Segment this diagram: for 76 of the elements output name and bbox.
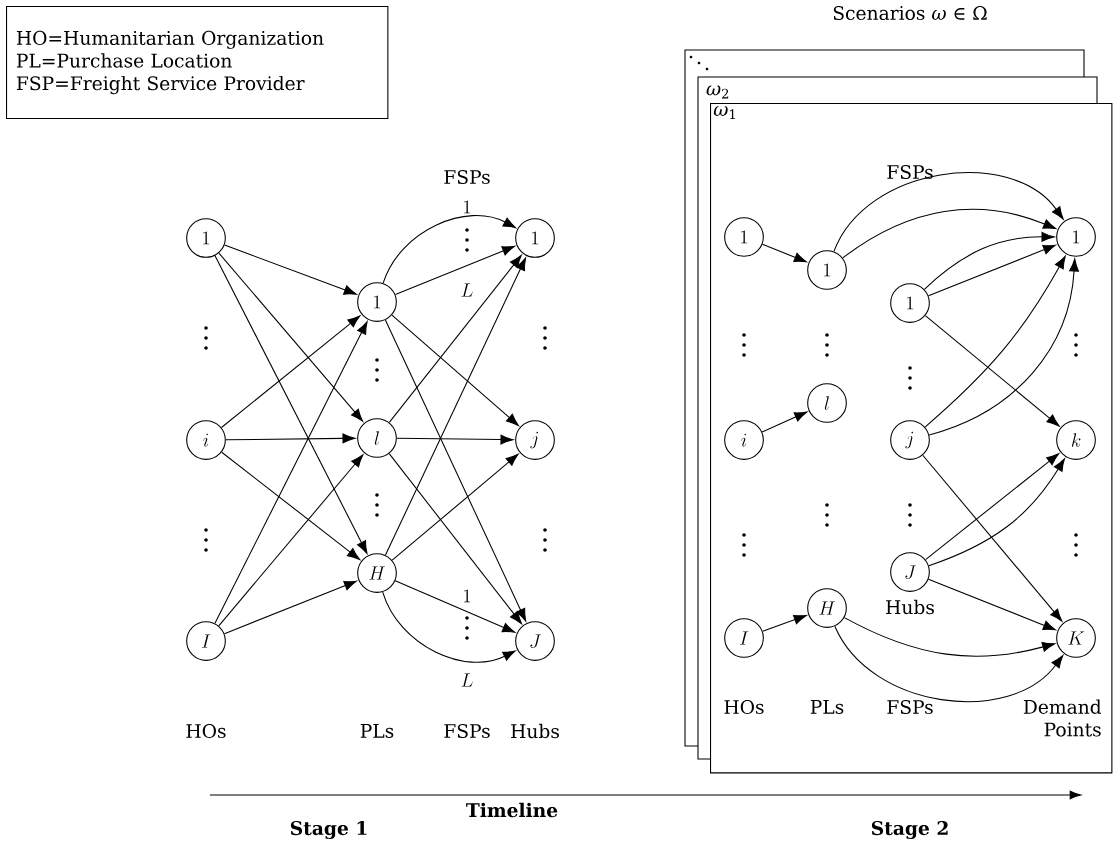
arrow [843,617,1056,657]
arrow [391,453,519,561]
stage-label: Stage 1 [290,821,367,839]
arrow [833,172,1064,252]
arrow [927,578,1056,631]
arc-index: 1 [464,589,471,603]
arrow [221,451,361,560]
arrow [762,614,807,632]
arrow [223,580,357,635]
arrow [396,434,514,445]
arrow [927,244,1056,297]
arrow [214,321,368,624]
arrow [761,243,807,263]
arrow [382,215,516,284]
circle-node: I [724,618,764,658]
circle-node: k [1056,420,1096,460]
circle-node: I [186,621,226,661]
column-label: Demand Points [1023,699,1102,737]
circle-node: i [724,420,764,460]
arrow [922,454,1063,622]
circle-node: K [1056,618,1096,658]
circle-node: 1 [1056,217,1096,257]
circle-node: j [515,420,555,460]
arrow [218,454,364,627]
circle-node: J [890,552,930,592]
arrow [225,433,356,444]
arrow [394,245,516,296]
column-label: Scenarios ω ∈ Ω [833,5,987,21]
circle-node: l [357,418,397,458]
arrow [218,252,364,422]
arrow [224,244,357,295]
stage-label: Timeline [466,802,558,818]
circle-node: i [186,420,226,460]
sheet-label: ω$_{2}$ [706,85,729,99]
column-label: PLs [810,700,844,714]
column-label: FSPs [887,164,933,180]
arrow [834,625,1064,703]
circle-node: l [807,383,847,423]
circle-node: 1 [515,218,555,258]
arrow [923,231,1055,290]
column-label: Hubs [511,723,559,739]
arrow [924,315,1060,427]
column-label: PLs [360,724,394,738]
arc-index: L [461,673,473,687]
circle-node: 1 [357,282,397,322]
arrow [388,254,522,423]
circle-node: 1 [807,250,847,290]
circle-node: 1 [890,283,930,323]
circle-node: j [890,420,930,460]
circle-node: J [515,621,555,661]
arrow [924,255,1066,428]
arc-index: 1 [464,200,471,214]
arrow [382,591,516,663]
circle-node: 1 [186,218,226,258]
arrow [214,255,368,554]
arrow [928,258,1079,436]
arrow [384,319,527,622]
arrow [391,314,519,426]
arc-index: L [461,283,473,297]
column-label: HOs [724,699,764,715]
arrow [388,453,522,625]
legend-box: HO=Humanitarian Organization PL=Purchase Location FSP=Freight Service Provider [6,6,389,120]
column-label: HOs [186,723,226,739]
circle-node: 1 [724,217,764,257]
column-label: FSPs [444,723,490,739]
arrow [394,580,516,633]
arrow [761,411,808,433]
column-label: Hubs [886,599,934,615]
column-label: FSPs [444,169,490,185]
stage-label: Stage 2 [871,821,948,839]
circle-node: H [807,588,847,628]
circle-node: H [357,553,397,593]
column-label: FSPs [887,699,933,715]
arrow [842,208,1057,259]
arrow [220,315,361,429]
arrow [384,257,527,556]
